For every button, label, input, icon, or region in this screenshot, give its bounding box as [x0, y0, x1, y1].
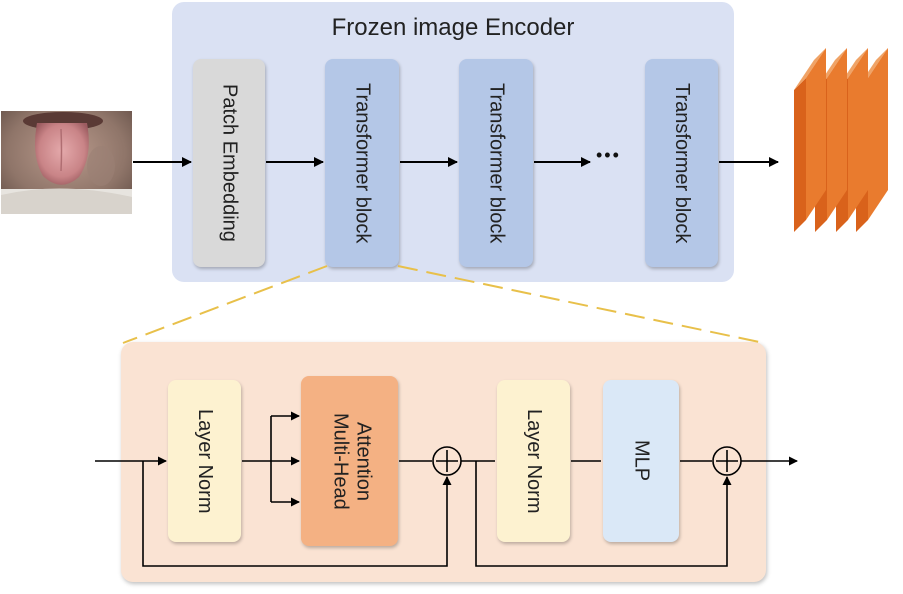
mlp-label: MLP — [630, 440, 653, 482]
mlp-box: MLP — [603, 380, 679, 542]
residual-connection-2 — [475, 461, 732, 567]
patch-embedding-box: Patch Embedding — [193, 59, 265, 267]
encoder-title: Frozen image Encoder — [331, 14, 575, 41]
multi-head-attention-box: Multi-Head Attention — [301, 376, 398, 546]
mha-label-line2: Attention — [352, 421, 375, 501]
layer-norm-1-label: Layer Norm — [194, 408, 216, 514]
transformer-block-2: Transformer block — [459, 59, 533, 267]
encoder-ellipsis: ••• — [596, 145, 621, 165]
patch-embedding-label: Patch Embedding — [218, 84, 241, 242]
zoom-line-left — [122, 265, 328, 344]
layer-norm-1-box: Layer Norm — [168, 380, 241, 542]
transformer-block-n-label: Transformer block — [671, 82, 693, 244]
mha-label-line1: Multi-Head — [329, 412, 352, 510]
residual-connection-1 — [142, 461, 452, 567]
transformer-block-2-label: Transformer block — [485, 82, 508, 244]
transformer-block-1: Transformer block — [325, 59, 399, 267]
plus-circle-icon — [712, 446, 742, 476]
plus-circle-icon — [432, 446, 462, 476]
feature-map-stack — [794, 48, 888, 232]
frozen-encoder-panel — [172, 2, 734, 282]
layer-norm-2-box: Layer Norm — [497, 380, 570, 542]
transformer-block-n: Transformer block — [645, 59, 718, 267]
input-tongue-image — [1, 111, 132, 214]
transformer-block-1-label: Transformer block — [351, 82, 374, 244]
zoom-line-right — [397, 265, 765, 344]
layer-norm-2-label: Layer Norm — [523, 408, 545, 514]
